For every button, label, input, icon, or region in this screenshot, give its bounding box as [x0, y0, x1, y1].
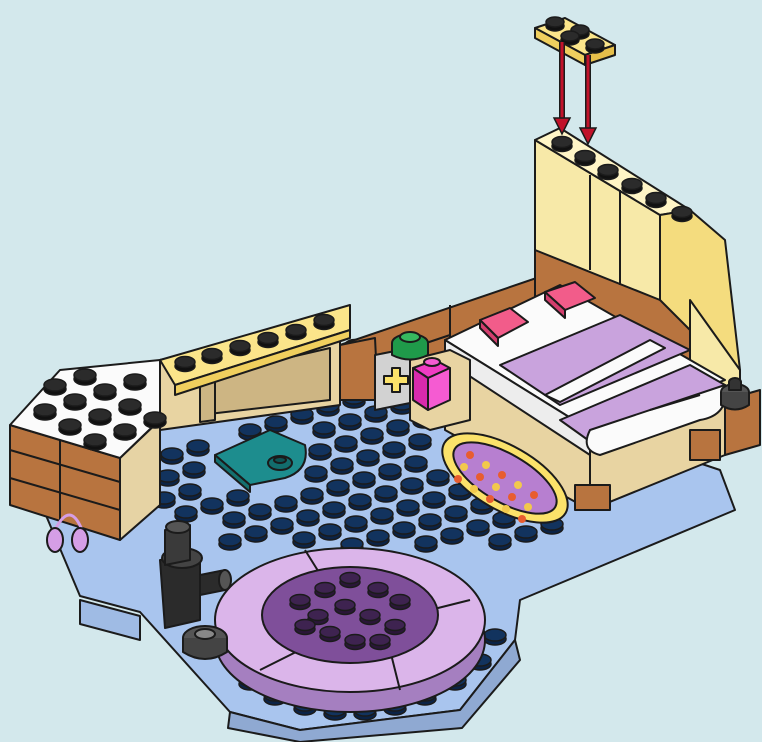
round-platform — [215, 548, 485, 712]
